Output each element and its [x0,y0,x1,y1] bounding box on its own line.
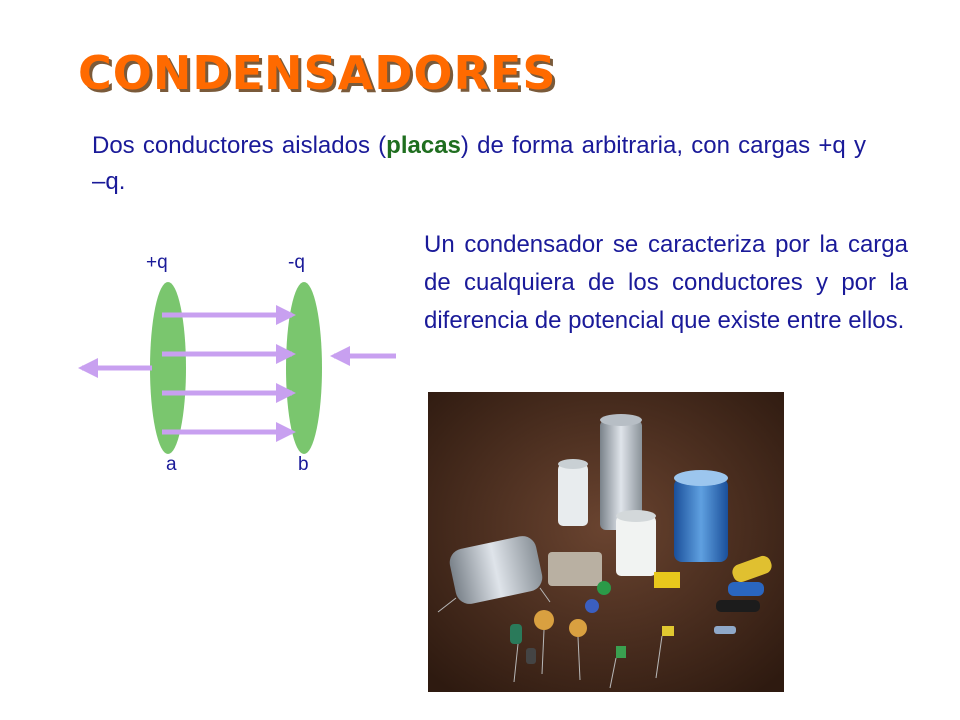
capacitors-photo-icon [428,392,784,692]
minus-q-label: -q [288,252,305,273]
plate-b-label: b [298,454,309,475]
highlight-placas: placas [386,132,461,159]
intro-text-end: ) de forma arbitraria, con cargas +q y –… [92,132,866,195]
plate-a [150,282,186,454]
plus-q-label: +q [146,252,168,273]
capacitor-diagram: +q -q a b [70,240,410,490]
field-lines-svg [78,282,396,454]
intro-text-start: Dos conductores aislados ( [92,132,387,159]
intro-text: Dos conductores aislados (placas) de for… [92,128,866,200]
plate-b [286,282,322,454]
page-title: CONDENSADORES [78,46,557,100]
capacitors-photo [428,392,784,692]
description-text: Un condensador se caracteriza por la car… [424,231,908,334]
plate-a-label: a [166,454,177,475]
